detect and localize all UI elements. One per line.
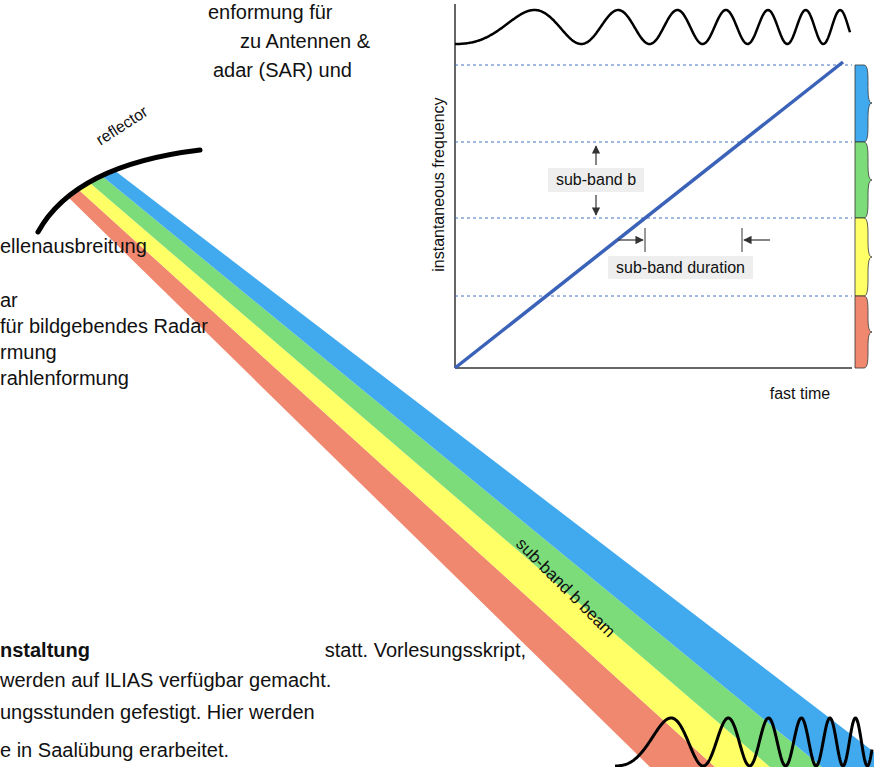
body-text-bold: nstaltung <box>0 638 90 662</box>
body-text: ellenausbreitung <box>0 234 147 258</box>
dimension-arrow <box>595 146 596 165</box>
dimension-arrow <box>618 239 643 240</box>
dimension-arrow <box>744 239 770 240</box>
chirp-wave <box>455 10 850 44</box>
body-text: ungsstunden gefestigt. Hier werden <box>0 700 315 724</box>
body-text: enformung für <box>208 0 333 24</box>
chirp-wave <box>615 718 872 766</box>
band-swatch <box>855 142 872 218</box>
reflector-arc <box>38 150 200 232</box>
tick <box>645 228 646 252</box>
axis-label: fast time <box>770 384 830 403</box>
body-text: zu Antennen & <box>240 29 370 53</box>
body-text: für bildgebendes Radar <box>0 314 208 338</box>
band-swatch <box>855 296 872 368</box>
band-swatch <box>855 65 872 142</box>
dimension-label: sub-band b <box>548 168 644 191</box>
body-text: ar <box>0 288 18 312</box>
dimension-label: sub-band duration <box>608 256 753 279</box>
beam-label: sub-band b beam <box>511 534 619 642</box>
x-axis <box>455 367 852 369</box>
y-axis <box>454 4 456 368</box>
dimension-arrow <box>595 195 596 215</box>
body-text: e in Saalübung erarbeitet. <box>0 738 229 762</box>
body-text: rahlenformung <box>0 366 129 390</box>
axis-label: instantaneous frequency <box>428 98 447 272</box>
reflector-label: reflector <box>93 102 152 150</box>
body-text: rmung <box>0 340 57 364</box>
tick <box>742 228 743 252</box>
body-text: adar (SAR) und <box>213 58 352 82</box>
body-text: statt. Vorlesungsskript, <box>325 638 526 662</box>
frequency-ramp <box>455 62 843 368</box>
body-text: werden auf ILIAS verfügbar gemacht. <box>0 668 331 692</box>
band-swatch <box>855 218 872 296</box>
